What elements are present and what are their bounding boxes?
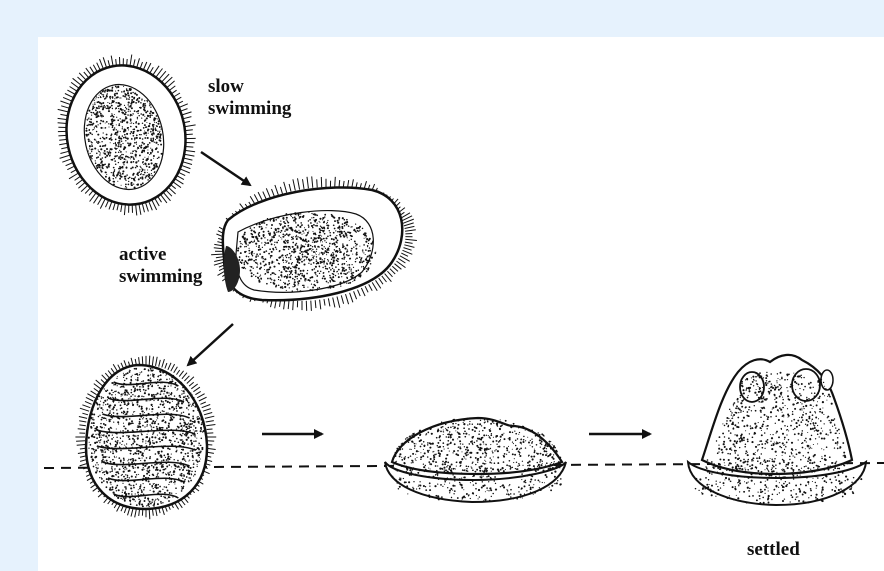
label-settled: settled bbox=[747, 539, 800, 561]
arrow-active-to-attaching bbox=[188, 324, 233, 365]
polyp-tentacle-bud-left bbox=[740, 372, 764, 402]
arrow-slow-to-active bbox=[201, 152, 250, 185]
label-active-swimming: active swimming bbox=[119, 244, 202, 288]
slow-swimming-larva bbox=[54, 54, 199, 215]
label-slow-swimming: slow swimming bbox=[208, 76, 291, 120]
flattened-larva bbox=[385, 417, 566, 502]
active-swimming-larva bbox=[211, 176, 417, 311]
settled-polyp bbox=[688, 355, 866, 505]
attaching-larva bbox=[75, 356, 216, 520]
